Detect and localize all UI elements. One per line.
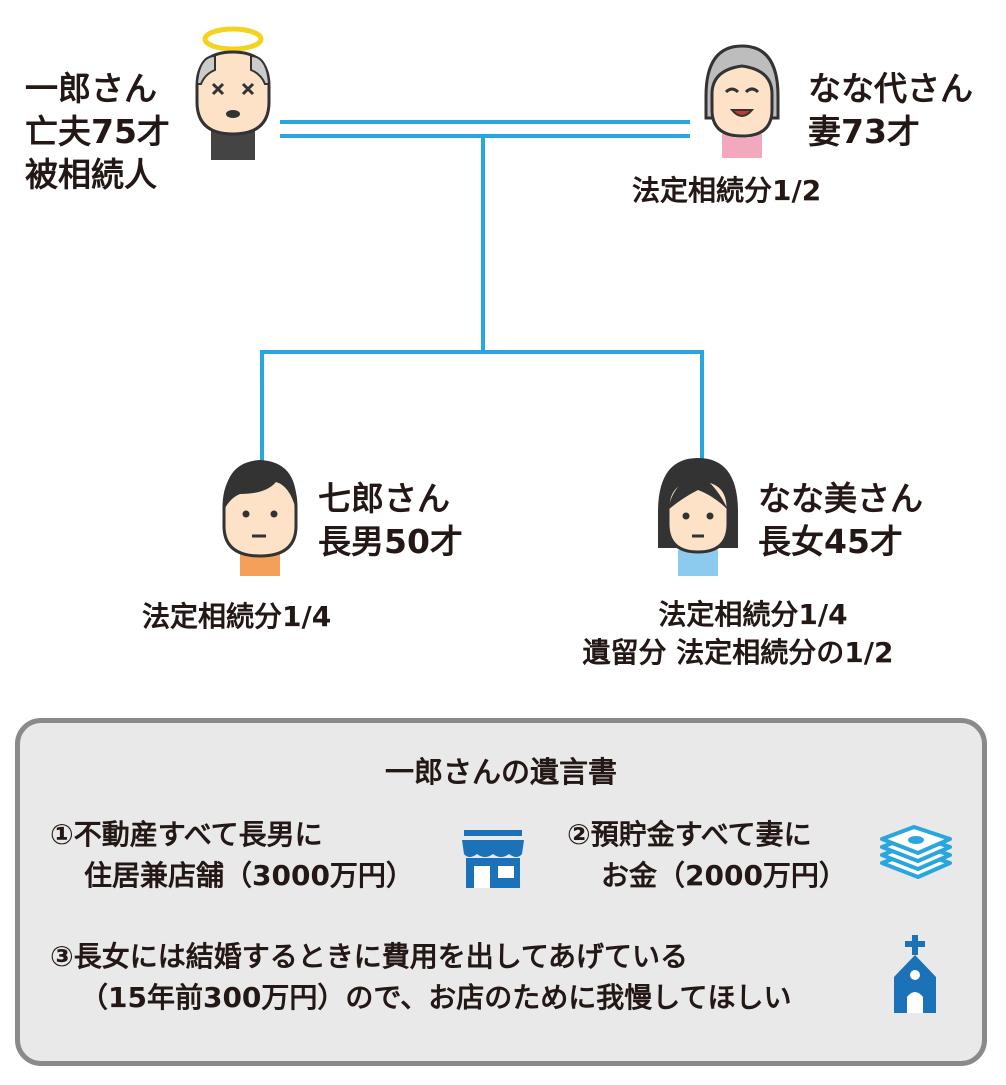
will-item-2-number: ② (567, 818, 591, 851)
person-nanami: なな美さん 長女45才 (758, 478, 923, 564)
nanami-share-reserved: 遺留分 法定相続分の1/2 (582, 635, 894, 669)
will-title: 一郎さんの遺言書 (384, 755, 617, 789)
deceased-grandfather-icon (185, 22, 281, 160)
nanami-relation-age: 長女45才 (758, 521, 903, 561)
will-item-3-line1: 長女には結婚するときに費用を出してあげている (73, 940, 689, 973)
will-item-1-line1: 不動産すべて長男に (73, 818, 323, 851)
nanami-name: なな美さん (758, 479, 923, 518)
nanayo-relation-age: 妻73才 (808, 111, 920, 151)
will-item-3-line2: （15年前300万円）ので、お店のために我慢してほしい (80, 980, 792, 1014)
will-item-1-number: ① (50, 818, 74, 851)
will-item-1: ①不動産すべて長男に 住居兼店舗（3000万円） (50, 815, 414, 896)
nanayo-name: なな代さん (808, 69, 973, 108)
person-ichiro: 一郎さん 亡夫75才 被相続人 (25, 68, 170, 197)
nanami-share: 法定相続分1/4 遺留分 法定相続分の1/2 (528, 596, 948, 672)
grandmother-icon (700, 40, 784, 158)
will-item-1-line2: 住居兼店舗（3000万円） (84, 858, 414, 892)
family-tree-lines (260, 120, 704, 462)
nanami-share-legal: 法定相続分1/4 (658, 598, 848, 631)
shop-icon (460, 828, 526, 890)
will-item-2-line1: 預貯金すべて妻に (590, 818, 812, 851)
will-item-2: ②預貯金すべて妻に お金（2000万円） (567, 815, 847, 896)
person-shichiro: 七郎さん 長男50才 (318, 478, 463, 564)
shichiro-relation-age: 長男50才 (318, 521, 463, 561)
church-icon (888, 933, 942, 1015)
ichiro-role: 被相続人 (25, 154, 157, 194)
daughter-icon (652, 452, 744, 576)
will-box: 一郎さんの遺言書 ①不動産すべて長男に 住居兼店舗（3000万円） ②預貯金すべ… (15, 718, 987, 1066)
will-item-2-line2: お金（2000万円） (601, 858, 847, 892)
person-nanayo: なな代さん 妻73才 (808, 68, 973, 154)
nanayo-share: 法定相続分1/2 (632, 174, 822, 207)
shichiro-name: 七郎さん (318, 479, 450, 518)
ichiro-relation-age: 亡夫75才 (25, 111, 170, 151)
money-stack-icon (878, 823, 954, 885)
will-item-3: ③長女には結婚するときに費用を出してあげている （15年前300万円）ので、お店… (50, 937, 791, 1018)
shichiro-share: 法定相続分1/4 (142, 600, 332, 633)
will-item-3-number: ③ (50, 940, 74, 973)
ichiro-name: 一郎さん (25, 69, 157, 108)
son-icon (216, 452, 302, 576)
